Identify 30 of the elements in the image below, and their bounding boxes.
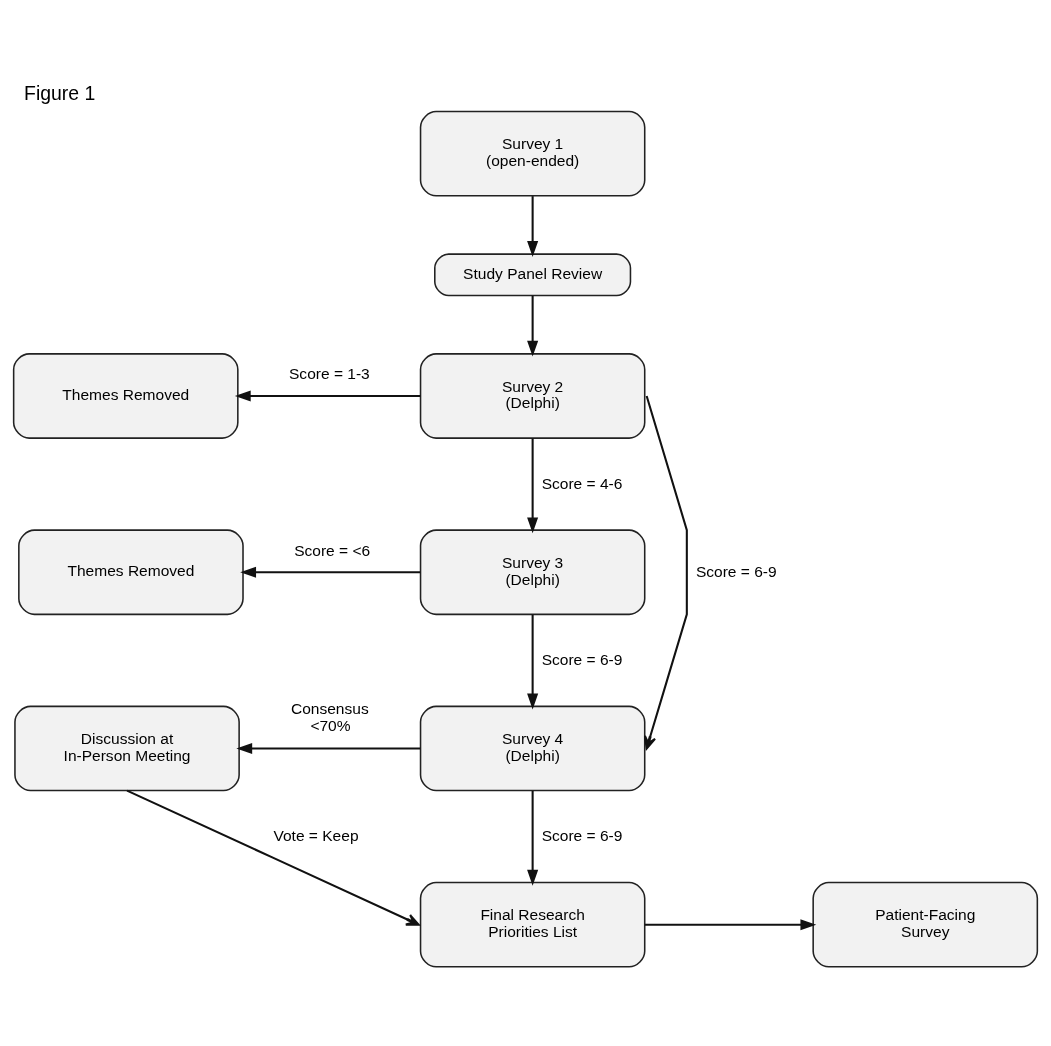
node-box: Patient-Facing Survey xyxy=(812,881,1039,968)
edge-label: Vote = Keep xyxy=(273,827,359,845)
edge-label: Score = 6-9 xyxy=(695,562,777,580)
node-box: Survey 3 (Delphi) xyxy=(419,529,646,616)
node-box: Survey 1 (open-ended) xyxy=(419,110,646,197)
arrow xyxy=(527,790,539,886)
node-box: Survey 2 (Delphi) xyxy=(419,353,646,439)
arrow xyxy=(240,566,421,578)
arrow xyxy=(527,196,539,257)
node-box: Final Research Priorities List xyxy=(419,881,646,968)
edge-label: Consensus <70% xyxy=(290,700,369,735)
edge-label: Score = 4-6 xyxy=(541,474,623,492)
node-box: Themes Removed xyxy=(18,529,244,616)
edge-label: Score = <6 xyxy=(294,541,371,559)
arrow xyxy=(527,614,539,710)
arrow xyxy=(527,295,539,357)
edge-label: Score = 1-3 xyxy=(289,365,370,383)
diagram-title: Figure 1 xyxy=(24,81,96,104)
edge-label: Score = 6-9 xyxy=(541,827,623,845)
arrow xyxy=(126,789,420,926)
edge-label: Score = 6-9 xyxy=(541,651,623,669)
arrow xyxy=(527,438,539,534)
node-box: Discussion at In-Person Meeting xyxy=(14,705,240,792)
arrow xyxy=(644,919,817,931)
arrow xyxy=(234,390,421,402)
arrow xyxy=(643,395,688,750)
node-box: Themes Removed xyxy=(12,353,239,439)
node-box: Study Panel Review xyxy=(434,253,632,297)
arrow xyxy=(236,742,421,754)
node-box: Survey 4 (Delphi) xyxy=(419,705,646,792)
